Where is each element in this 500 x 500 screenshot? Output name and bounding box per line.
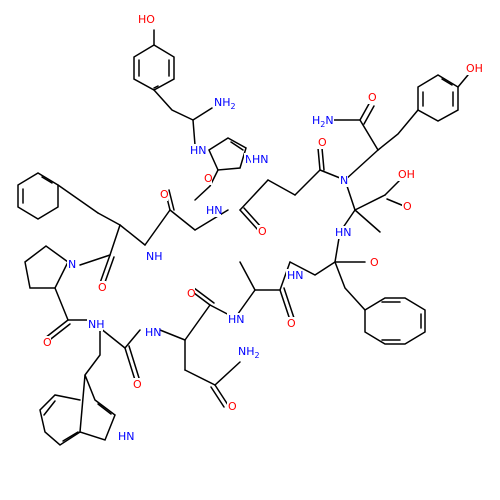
atom-label-n-pro: N [68, 258, 76, 271]
atom-label-oh-top: HO [138, 13, 155, 26]
atom-label-backing [132, 378, 141, 391]
atom-label-backing [67, 258, 76, 271]
atom-label-o-ala: O [187, 287, 196, 300]
tyrosine-right [329, 74, 469, 181]
tyrosine-top [133, 29, 213, 146]
tryptophan [39, 327, 141, 446]
atom-label-o-imid-link: O [204, 172, 213, 185]
atom-label-backing [186, 287, 195, 300]
atom-label-hn-imid: HN [190, 144, 207, 157]
atom-label-backing [227, 400, 236, 413]
atom-label-backing [334, 226, 350, 239]
atom-label-backing [42, 336, 51, 349]
atom-label-hn-quat: HN [335, 226, 352, 239]
atom-label-backing [317, 136, 326, 149]
atom-label-nh-trp: NH [88, 318, 105, 331]
atom-label-backing [87, 318, 103, 331]
atom-label-o-ala2: O [287, 317, 296, 330]
atom-label-o-pro: O [43, 336, 52, 349]
atom-label-o-phe2: O [98, 281, 107, 294]
atom-label-backing [117, 430, 133, 443]
atom-label-backing [159, 188, 168, 201]
atom-label-backing [251, 153, 267, 166]
atom-label-backing [369, 256, 378, 269]
atom-label-hn-asp: HN [252, 153, 269, 166]
atom-label-backing [237, 345, 260, 358]
atom-label-n-imid: N [245, 153, 253, 166]
atom-label-backing [205, 204, 221, 217]
atom-label-hn-his: HN [206, 204, 223, 217]
atom-label-backing [465, 62, 481, 75]
atom-label-h2n-top: H2N [312, 114, 334, 129]
atom-label-backing [339, 174, 348, 187]
atom-label-backing [286, 317, 295, 330]
atom-label-o-asp: O [318, 136, 327, 149]
atom-label-hn-asn: HN [145, 326, 162, 339]
phenylalanine-left [17, 172, 121, 286]
atom-label-o-trp: O [133, 378, 142, 391]
atom-label-o-acid: O [403, 200, 412, 213]
bond-layer [17, 29, 469, 446]
proline [24, 245, 96, 343]
atom-label-o-phe1: O [160, 188, 169, 201]
atom-label-hn-ala: HN [228, 313, 245, 326]
atom-label-backing [213, 96, 236, 109]
atom-label-backing [144, 326, 160, 339]
atom-label-backing [311, 114, 334, 127]
atom-label-oh-right: OH [466, 62, 483, 75]
atom-label-o-asn: O [228, 400, 237, 413]
atom-label-backing [189, 144, 205, 157]
atom-label-o-pro2: O [370, 256, 379, 269]
atom-label-backing [397, 168, 413, 181]
atom-label-backing [145, 250, 161, 263]
atom-label-backing [257, 225, 266, 238]
imidazole-ring [194, 137, 247, 201]
atom-label-backing [227, 313, 243, 326]
atom-label-o-amide-top: O [368, 91, 377, 104]
atom-label-backing [97, 281, 106, 294]
atom-label-o-his: O [258, 225, 267, 238]
atom-label-backing [367, 91, 376, 104]
atom-label-backing [402, 200, 411, 213]
atom-label-nh2-asn: NH2 [238, 345, 260, 360]
atom-label-hn-indole: HN [118, 430, 135, 443]
atom-label-hn-phe2: HN [287, 269, 304, 282]
asparagine [159, 304, 241, 408]
atom-label-backing [244, 153, 253, 166]
atom-label-nh2-top: NH2 [214, 96, 236, 111]
atom-label-backing [137, 13, 153, 26]
atom-label-oh-acid: OH [398, 168, 415, 181]
atom-label-n-backbone: N [340, 174, 348, 187]
atom-label-nh-phe1: NH [146, 250, 163, 263]
atom-label-backing [203, 172, 212, 185]
atom-label-backing [286, 269, 302, 282]
